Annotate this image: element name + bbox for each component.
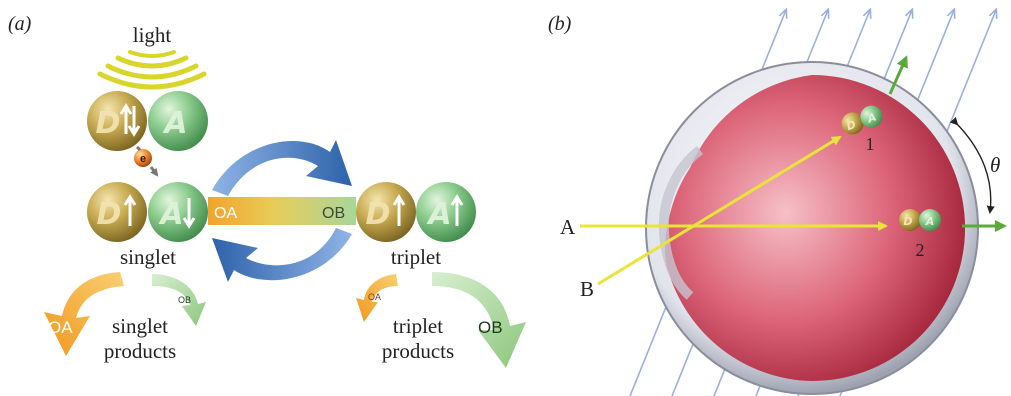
triplet-label: triplet xyxy=(391,245,441,269)
beam-a-label: A xyxy=(560,215,576,239)
singlet-oa-label: OA xyxy=(48,318,73,337)
acceptor-letter: A xyxy=(426,197,451,232)
singlet-acceptor-molecule: A xyxy=(148,182,208,242)
molecule-1-axis-arrow xyxy=(888,55,908,95)
panel-a-label: (a) xyxy=(8,13,32,35)
top-acceptor-molecule: A xyxy=(148,91,208,151)
triplet-oa-label: OA xyxy=(368,292,381,302)
triplet-ob-label: OB xyxy=(478,318,503,337)
triplet-products-line2: products xyxy=(382,339,454,363)
angle-label: θ xyxy=(990,153,1000,177)
molecule-2: D A xyxy=(899,209,941,231)
panel-b: (b) A B D A 1 xyxy=(548,10,1007,396)
beam-b-label: B xyxy=(580,277,594,301)
electron-label: e xyxy=(140,153,146,165)
donor-letter: D xyxy=(97,197,122,232)
triplet-ob-arrow xyxy=(432,272,526,368)
retina-cavity xyxy=(664,74,966,381)
acceptor-letter: A xyxy=(925,215,935,228)
donor-letter: D xyxy=(96,106,121,141)
beam-b xyxy=(597,135,842,286)
molecule-2-label: 2 xyxy=(916,240,925,260)
singlet-label: singlet xyxy=(120,245,176,269)
singlet-products-line1: singlet xyxy=(112,314,168,338)
forward-conversion-arrow xyxy=(212,140,352,196)
donor-letter: D xyxy=(366,197,391,232)
singlet-ob-arrow xyxy=(152,274,206,326)
interconversion-bar xyxy=(208,197,356,225)
panel-a: (a) light D A e D xyxy=(8,13,526,368)
acceptor-letter: A xyxy=(162,106,187,141)
eye-globe xyxy=(645,61,979,395)
triplet-oa-arrow xyxy=(356,274,398,322)
panel-b-label: (b) xyxy=(548,13,572,35)
triplet-donor-molecule: D xyxy=(356,182,416,242)
top-donor-molecule: D xyxy=(87,91,147,151)
singlet-products-line2: products xyxy=(104,339,176,363)
acceptor-letter: A xyxy=(865,110,878,125)
electron-icon: e xyxy=(134,145,159,177)
bar-ob-label: OB xyxy=(322,205,345,222)
bar-oa-label: OA xyxy=(214,205,237,222)
light-waves-icon xyxy=(97,50,207,90)
triplet-acceptor-molecule: A xyxy=(416,182,476,242)
singlet-oa-arrow xyxy=(44,272,124,356)
molecule-1-label: 1 xyxy=(866,134,875,154)
light-label: light xyxy=(133,23,172,47)
acceptor-letter: A xyxy=(158,197,183,232)
singlet-donor-molecule: D xyxy=(87,182,147,242)
backward-conversion-arrow xyxy=(212,228,352,282)
angle-arc xyxy=(949,116,995,214)
singlet-ob-label: OB xyxy=(178,295,191,305)
molecule-1: D A xyxy=(841,105,883,135)
triplet-products-line1: triplet xyxy=(393,314,443,338)
donor-letter: D xyxy=(845,118,858,133)
donor-letter: D xyxy=(903,215,912,228)
